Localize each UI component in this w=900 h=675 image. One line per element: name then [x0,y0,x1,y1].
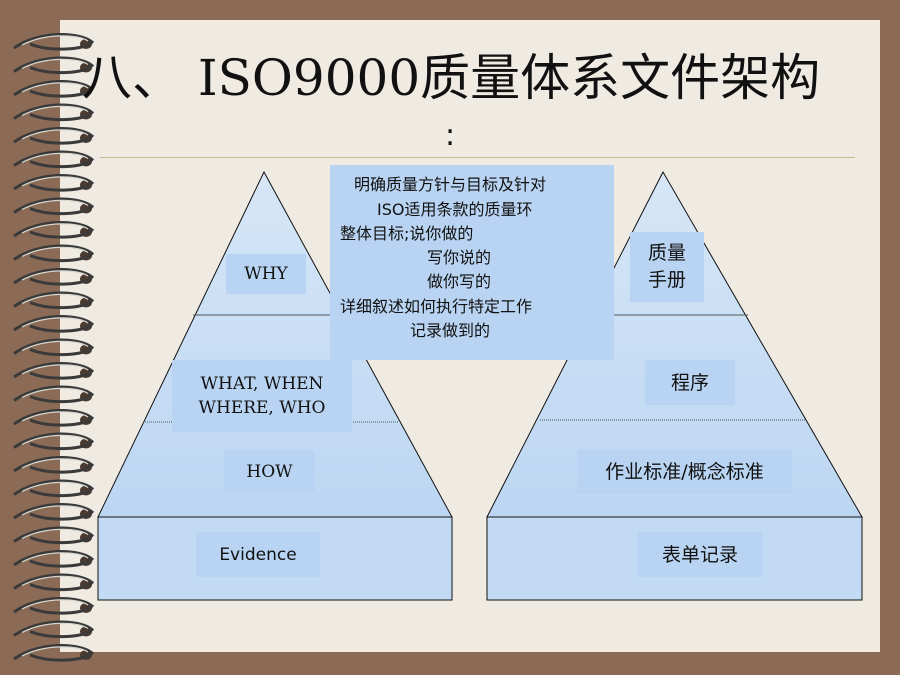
binding-coil [13,432,95,451]
center-description: 明确质量方针与目标及针对 ISO适用条款的质量环 整体目标;说你做的 写你说的 … [330,165,614,360]
quality-manual-label: 质量 手册 [630,232,704,302]
binding-coil [13,503,95,521]
desc-line: 记录做到的 [410,321,491,340]
slide-title: 八、 ISO9000质量体系文件架构 [82,49,821,107]
level-how-label: HOW [224,450,315,493]
quality-manual-line1: 质量 [647,242,686,264]
binding-coil [13,221,95,239]
binding-coil [13,174,95,192]
binding-coil [13,268,95,286]
desc-line: 整体目标;说你做的 [340,224,474,243]
binding-coil [13,197,95,216]
desc-line: 详细叙述如何执行特定工作 [340,297,533,316]
binding-coil [13,103,95,122]
spiral-binding [13,33,95,662]
binding-coil [13,550,95,568]
binding-coil [13,479,95,498]
binding-coil [13,456,95,474]
binding-coil [13,385,95,404]
title-colon: : [445,118,456,153]
procedure-label: 程序 [645,360,735,405]
desc-line: 做你写的 [427,272,492,291]
desc-line: 明确质量方针与目标及针对 [354,175,547,194]
quality-manual-line2: 手册 [647,269,686,291]
binding-coil [13,644,95,662]
binding-coil [13,150,95,169]
binding-coil [13,409,95,427]
binding-coil [13,33,95,51]
binding-coil [13,573,95,592]
binding-coil [13,526,95,545]
binding-coil [13,56,95,75]
work-standard-label: 作业标准/概念标准 [577,450,792,494]
desc-line: ISO适用条款的质量环 [377,200,533,219]
level-why-label: WHY [226,254,306,294]
form-record-label: 表单记录 [637,532,763,577]
binding-coil [13,127,95,145]
binding-coil [13,244,95,263]
level-what-line1: WHAT, WHEN [200,374,324,394]
binding-coil [13,338,95,357]
binding-coil [13,80,95,98]
binding-coil [13,291,95,310]
binding-coil [13,620,95,639]
binding-coil [13,315,95,333]
level-what-line2: WHERE, WHO [198,398,326,418]
binding-coil [13,597,95,615]
level-what-label: WHAT, WHEN WHERE, WHO [172,360,352,432]
level-evidence-label: Evidence [196,532,320,577]
title-divider [100,157,855,158]
binding-coil [13,362,95,380]
desc-line: 写你说的 [427,248,492,267]
